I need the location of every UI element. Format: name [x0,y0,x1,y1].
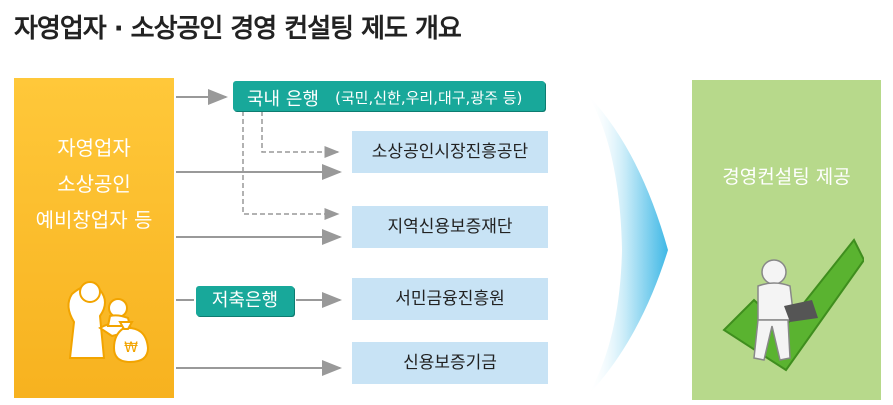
domestic-banks-label: 국내 은행 [247,89,319,110]
target-box: 자영업자 소상공인 예비창업자 등 ₩ [14,78,174,398]
target-line-2: 소상공인 [57,172,131,196]
institution-box: 신용보증기금 [352,342,548,384]
result-label: 경영컨설팅 제공 [722,166,851,188]
result-box: 경영컨설팅 제공 [692,80,881,400]
dashed-arrow-to-inst-2 [242,111,340,220]
target-line-3: 예비창업자 등 [35,208,153,232]
flow-arrow [588,95,668,395]
target-line-1: 자영업자 [57,136,131,160]
page-title: 자영업자 · 소상공인 경영 컨설팅 제도 개요 [14,14,462,44]
institution-box: 지역신용보증재단 [352,206,548,248]
savings-banks-pill: 저축은행 [196,286,294,316]
dashed-arrow-to-inst-1 [261,111,340,158]
person-with-money-bag-icon: ₩ [67,281,150,364]
person-with-laptop-on-checkmark-icon [722,238,864,372]
domestic-banks-examples: (국민,신한,우리,대구,광주 등) [335,89,523,107]
svg-text:₩: ₩ [124,340,138,356]
institution-box: 서민금융진흥원 [352,278,548,320]
domestic-banks-pill: 국내 은행 (국민,신한,우리,대구,광주 등) [233,81,545,111]
institution-box: 소상공인시장진흥공단 [352,131,548,173]
